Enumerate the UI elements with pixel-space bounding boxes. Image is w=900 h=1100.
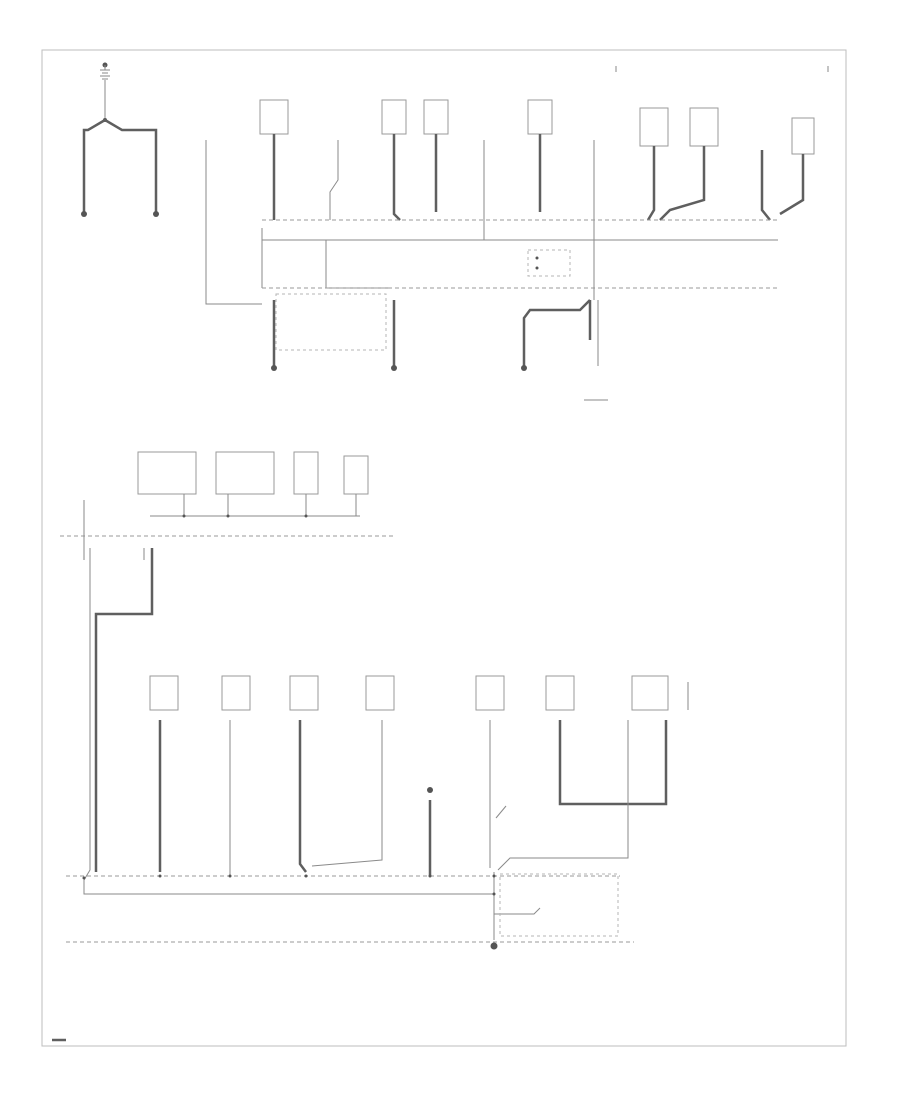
page-marks (52, 66, 829, 1042)
middle-drop-wires (83, 500, 154, 881)
bottom-bus (66, 872, 634, 943)
top-components (259, 99, 815, 155)
component-box (289, 675, 319, 711)
component-box (639, 107, 669, 147)
top-bus (261, 219, 778, 300)
connector-block-outline (499, 873, 619, 937)
component-box (259, 99, 289, 135)
bottom-drop-wires (158, 720, 668, 876)
bottom-components (149, 675, 669, 711)
middle-components (137, 451, 369, 495)
component-box (689, 107, 719, 147)
component-box (343, 455, 369, 495)
component-box (293, 451, 319, 495)
top-ground-wires (271, 299, 608, 401)
top-drop-wires (205, 134, 805, 305)
battery-symbol (100, 62, 110, 122)
middle-bus (60, 494, 396, 537)
battery-ground-wires (81, 118, 159, 217)
component-box (545, 675, 575, 711)
component-box (423, 99, 449, 135)
component-box (527, 99, 553, 135)
component-box (631, 675, 669, 711)
component-box (475, 675, 505, 711)
component-box (791, 117, 815, 155)
main-ground-point (490, 942, 498, 950)
diagram-frame (41, 49, 847, 1047)
component-box (381, 99, 407, 135)
junction-block-outline (275, 293, 387, 351)
component-box (149, 675, 179, 711)
component-box (215, 451, 275, 495)
component-box (137, 451, 197, 495)
splice-indicator (527, 249, 571, 277)
component-box (365, 675, 395, 711)
component-box (221, 675, 251, 711)
